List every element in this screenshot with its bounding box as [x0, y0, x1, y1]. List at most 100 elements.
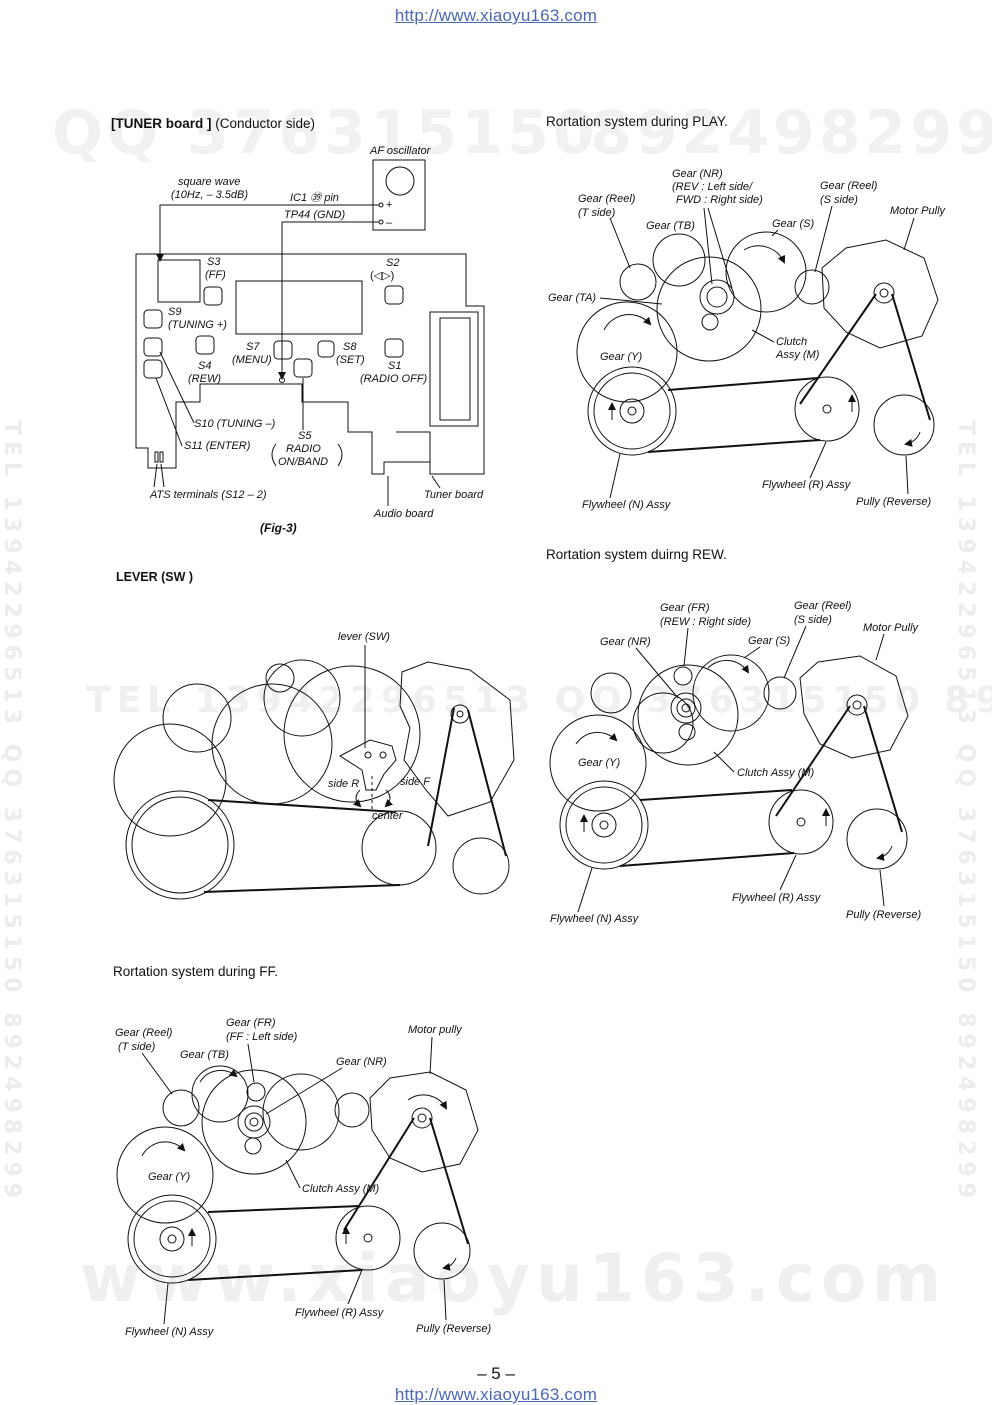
ff-gear-reel-t-label: Gear (Reel)	[115, 1027, 173, 1039]
rew-clutch-leader	[713, 751, 735, 773]
ff-gear-nr-label: Gear (NR)	[336, 1056, 387, 1068]
rew-gear-fr-leader	[683, 627, 689, 667]
ff-gear-fr-label: Gear (FR)	[226, 1017, 276, 1029]
s2-fn: (◁▷)	[370, 270, 394, 282]
play-gear-nr-rev: (REV : Left side/	[672, 181, 753, 193]
rew-flywheel-n-hub	[591, 812, 617, 838]
tuner-heading: [TUNER board ] (Conductor side)	[111, 116, 315, 131]
play-gear-reel-t-label: Gear (Reel)	[578, 193, 636, 205]
rew-motor-pully: Motor Pully	[863, 622, 920, 634]
ff-flywheel-n	[127, 1194, 217, 1284]
lever-pivot-2	[379, 751, 387, 759]
rew-belt-bottom	[619, 852, 795, 867]
lever-heading: LEVER (SW )	[116, 570, 194, 584]
play-motor-leader	[903, 217, 915, 251]
s11-label: S11 (ENTER)	[184, 440, 251, 452]
rew-flywheel-n-center	[599, 820, 609, 830]
fig-3-caption: (Fig-3)	[260, 521, 297, 535]
board-notch	[429, 311, 479, 427]
square-wave-pad	[157, 259, 201, 303]
switch-s5	[293, 358, 313, 378]
ff-motor-pully-label: Motor pully	[408, 1024, 463, 1036]
rew-small-left-gear	[632, 692, 694, 754]
lever-sw-label: lever (SW)	[338, 631, 390, 643]
play-belt-bottom	[647, 439, 821, 453]
ats-leader-2	[160, 463, 165, 488]
rew-gear-nr	[670, 692, 702, 724]
ff-motor-pulley	[411, 1107, 433, 1129]
page-number: – 5 –	[477, 1364, 515, 1383]
rew-clutch-label: Clutch Assy (M)	[737, 767, 815, 779]
play-gear-reel-s-label2: (S side)	[820, 194, 858, 206]
play-clutch-leader	[751, 329, 775, 343]
ff-flywheel-n-center	[167, 1234, 177, 1244]
ff-flywheel-n-label: Flywheel (N) Assy	[125, 1326, 215, 1338]
square-wave-spec: (10Hz, – 3.5dB)	[171, 189, 248, 201]
ff-flywheel-n-hub	[159, 1226, 185, 1252]
play-flywheel-r	[794, 376, 860, 442]
play-belt-motor-2	[891, 293, 931, 421]
lever-upper-circle	[211, 683, 333, 805]
switch-s4	[195, 335, 215, 355]
ff-pully-leader	[443, 1279, 447, 1321]
rew-diagram: Gear (FR) (REW : Right side) Gear (Reel)…	[549, 600, 922, 925]
af-oscillator-dial	[385, 166, 415, 196]
rew-gear-y	[549, 714, 647, 812]
s5-paren-right	[337, 443, 343, 467]
switch-s11	[143, 359, 163, 379]
side-r-label: side R	[328, 778, 359, 790]
ff-flywheel-n-leader	[163, 1282, 169, 1325]
ff-gear-reel-t-label2: (T side)	[118, 1041, 156, 1053]
s5-fn2: ON/BAND	[278, 456, 328, 468]
play-gear-reel-s-label: Gear (Reel)	[820, 180, 878, 192]
s3-fn: (FF)	[205, 269, 226, 281]
rew-gear-reel-t	[590, 672, 632, 714]
play-pully-reverse-label: Pully (Reverse)	[856, 496, 932, 508]
rew-clutch	[637, 664, 739, 766]
play-diagram: Gear (NR) (REV : Left side/ FWD : Right …	[548, 168, 947, 511]
rew-belt-motor-1	[775, 705, 851, 817]
s5-fn1: RADIO	[286, 443, 321, 455]
rew-flywheel-n-label: Flywheel (N) Assy	[550, 913, 640, 925]
s9-label: S9	[168, 306, 181, 318]
square-wave-wire	[156, 204, 379, 262]
rew-gear-y-label: Gear (Y)	[578, 757, 621, 769]
rew-flywheel-r	[768, 789, 834, 855]
play-arrow-y	[603, 314, 652, 331]
ff-heading: Rortation system during FF.	[113, 964, 279, 979]
ff-gear-y	[116, 1126, 214, 1224]
watermark-top-left: QQ 376315150	[52, 98, 599, 168]
lever-motor-housing	[399, 661, 515, 817]
ff-flywheel-n-inner	[133, 1200, 211, 1278]
ff-belt-top	[207, 1205, 361, 1213]
rew-arrow-pully	[876, 845, 893, 861]
lever-belt-motor-1	[427, 707, 455, 847]
ff-pully-reverse	[413, 1222, 471, 1280]
rew-heading: Rortation system duirng REW.	[546, 547, 727, 562]
ff-gear-s	[262, 1073, 340, 1151]
play-arrow-pully	[904, 431, 921, 447]
source-url-bottom[interactable]: http://www.xiaoyu163.com	[394, 1385, 598, 1404]
play-belt-motor-1	[799, 293, 877, 405]
play-gear-y	[576, 301, 678, 403]
rew-gear-nr-inner	[676, 698, 696, 718]
ff-gear-fr-label2: (FF : Left side)	[226, 1031, 298, 1043]
switch-s10	[143, 337, 163, 357]
play-gear-tb-label: Gear (TB)	[646, 220, 695, 232]
watermark-top-right: 892498299	[590, 98, 992, 168]
rew-motor-pulley-hub	[852, 700, 862, 710]
ats-leader-1	[153, 463, 158, 488]
ff-gear-nr-1	[237, 1105, 271, 1139]
s2-label: S2	[386, 257, 399, 269]
rew-gear-fr	[673, 666, 693, 686]
source-url-top[interactable]: http://www.xiaoyu163.com	[394, 6, 598, 25]
play-gear-reel-t	[619, 263, 657, 301]
af-oscillator-label: AF oscillator	[369, 145, 432, 157]
tp44-label: TP44 (GND)	[284, 209, 345, 221]
ff-clutch	[201, 1069, 307, 1175]
play-gear-reel-t-leader	[609, 217, 631, 269]
af-minus-terminal	[378, 219, 384, 225]
ff-gear-fr-leader	[247, 1043, 255, 1083]
